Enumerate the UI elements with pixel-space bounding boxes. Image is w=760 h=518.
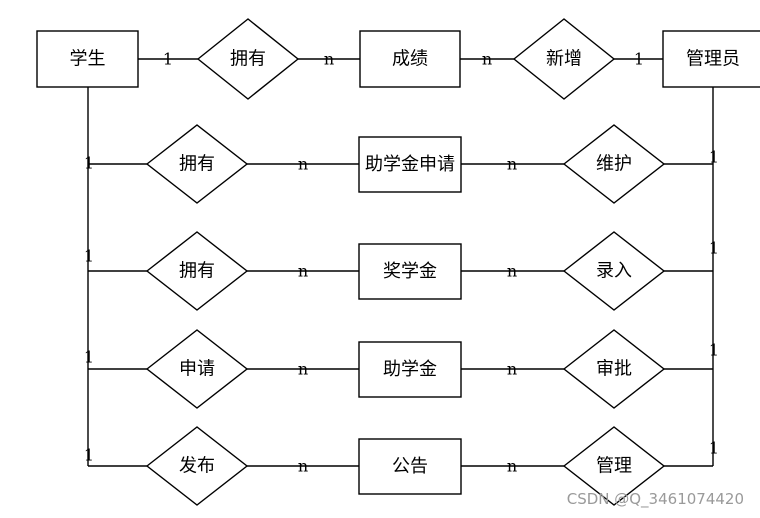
cardinality-many: n [507, 360, 517, 379]
relationship-manage-label: 管理 [596, 456, 632, 477]
relationship-approve: 审批 [562, 329, 666, 409]
entity-notice-label: 公告 [392, 456, 428, 477]
cardinality-many: n [298, 360, 308, 379]
entity-student-label: 学生 [70, 49, 106, 70]
relationship-maintain: 维护 [562, 124, 666, 204]
cardinality-many: n [507, 262, 517, 281]
relationship-own-aid-application: 拥有 [145, 124, 249, 204]
cardinality-one: 1 [634, 50, 644, 69]
cardinality-one: 1 [163, 50, 173, 69]
cardinality-one: 1 [84, 247, 94, 266]
cardinality-many: n [298, 155, 308, 174]
cardinality-one: 1 [84, 446, 94, 465]
relationship-add-label: 新增 [546, 49, 582, 70]
entity-student: 学生 [36, 30, 139, 88]
relationship-manage: 管理 [562, 426, 666, 506]
cardinality-many: n [482, 50, 492, 69]
entity-scholarship-label: 奖学金 [383, 261, 437, 282]
cardinality-many: n [298, 262, 308, 281]
cardinality-one: 1 [84, 154, 94, 173]
relationship-enter-label: 录入 [596, 261, 632, 282]
relationship-own-scholarship-label: 拥有 [179, 261, 215, 282]
cardinality-one: 1 [709, 439, 719, 458]
cardinality-one: 1 [84, 348, 94, 367]
entity-scholarship: 奖学金 [358, 243, 462, 300]
entity-grades: 成绩 [359, 30, 461, 88]
relationship-own-aid-application-label: 拥有 [179, 154, 215, 175]
watermark-text: CSDN @Q_3461074420 [567, 490, 744, 509]
entity-aid-application: 助学金申请 [358, 136, 462, 193]
entity-notice: 公告 [358, 438, 462, 495]
connector-lines [87, 58, 714, 467]
entity-admin-label: 管理员 [686, 49, 740, 70]
cardinality-many: n [298, 457, 308, 476]
relationship-maintain-label: 维护 [596, 154, 632, 175]
relationship-publish-label: 发布 [179, 456, 215, 477]
entity-admin: 管理员 [662, 30, 760, 88]
relationship-own-grades-label: 拥有 [230, 49, 266, 70]
entity-grant: 助学金 [358, 341, 462, 398]
relationship-add: 新增 [512, 18, 616, 100]
cardinality-one: 1 [709, 239, 719, 258]
relationship-apply: 申请 [145, 329, 249, 409]
relationship-own-scholarship: 拥有 [145, 231, 249, 311]
relationship-approve-label: 审批 [596, 359, 632, 380]
relationship-publish: 发布 [145, 426, 249, 506]
cardinality-many: n [324, 50, 334, 69]
cardinality-labels: 1 n n 1 1 n n 1 1 n n 1 1 n n 1 1 n n 1 [84, 50, 719, 476]
entity-grades-label: 成绩 [392, 49, 428, 70]
cardinality-many: n [507, 457, 517, 476]
cardinality-many: n [507, 155, 517, 174]
cardinality-one: 1 [709, 341, 719, 360]
relationship-own-grades: 拥有 [196, 18, 300, 100]
cardinality-one: 1 [709, 148, 719, 167]
entity-aid-application-label: 助学金申请 [365, 154, 455, 175]
relationship-enter: 录入 [562, 231, 666, 311]
entity-grant-label: 助学金 [383, 359, 437, 380]
relationship-apply-label: 申请 [179, 359, 215, 380]
